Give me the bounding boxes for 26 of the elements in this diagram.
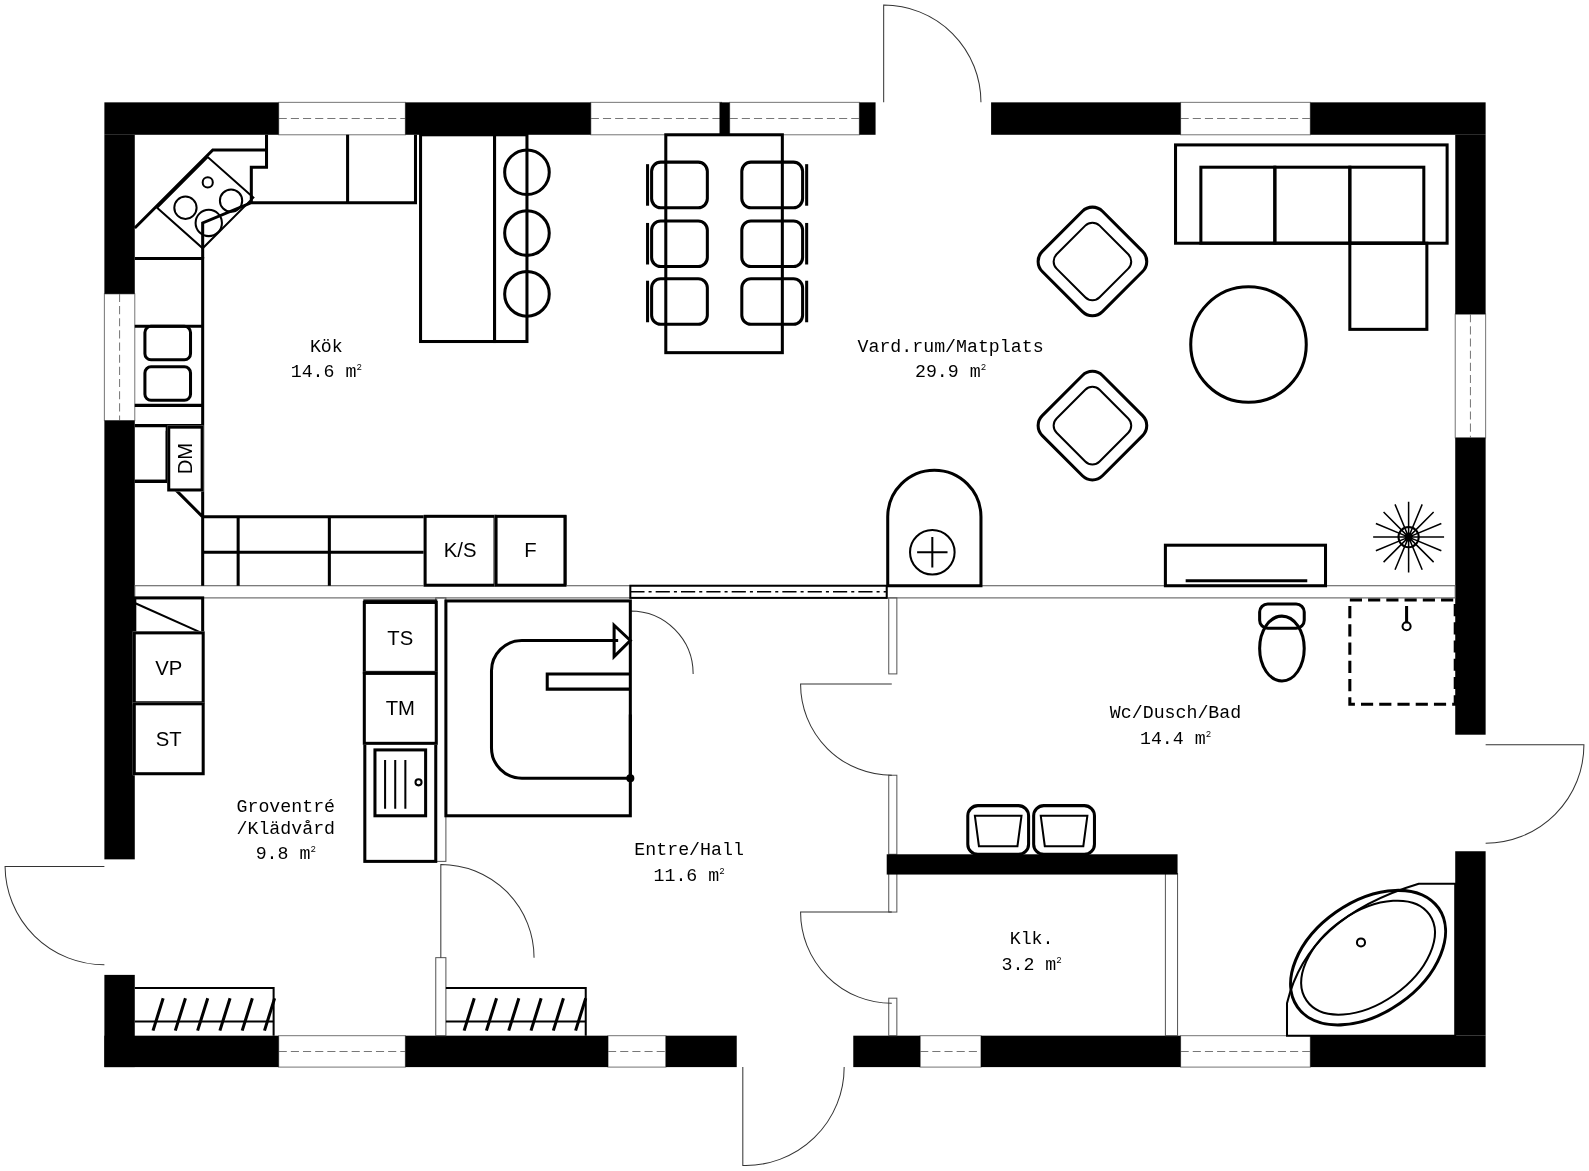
room-name: Klk. bbox=[1008, 929, 1055, 951]
appliance-box bbox=[132, 631, 205, 705]
appliance-label: ST bbox=[155, 727, 182, 751]
appliance-box bbox=[362, 671, 438, 745]
appliance-box bbox=[423, 514, 497, 587]
appliance-label: TS bbox=[387, 625, 414, 650]
room-area: 14.6 m$^{2}$ bbox=[290, 357, 362, 384]
room-area: 9.8 m$^{2}$ bbox=[203, 839, 368, 865]
room-name: Vard.rum/Matplats bbox=[857, 336, 1044, 358]
room-area: 11.6 m$^{2}$ bbox=[634, 861, 744, 887]
room-area: 3.2 m$^{2}$ bbox=[1001, 950, 1062, 976]
appliance-label: DM bbox=[173, 442, 198, 475]
room-name: Groventré /Klädvård bbox=[235, 797, 337, 840]
room-name: Entre/Hall bbox=[634, 840, 744, 862]
room-name: Wc/Dusch/Bad bbox=[1109, 703, 1242, 725]
room-area: 14.4 m$^{2}$ bbox=[1109, 724, 1242, 750]
appliance-box bbox=[362, 600, 438, 674]
appliance-label: VP bbox=[155, 656, 183, 680]
appliance-box bbox=[494, 514, 567, 587]
appliance-label: TM bbox=[385, 696, 415, 720]
room-name: Kök bbox=[308, 336, 344, 358]
appliance-box bbox=[132, 702, 205, 776]
room-area: 29.9 m$^{2}$ bbox=[857, 357, 1044, 384]
appliance-label: F bbox=[524, 539, 537, 563]
appliance-label: K/S bbox=[443, 539, 477, 563]
appliance-box bbox=[167, 425, 204, 492]
